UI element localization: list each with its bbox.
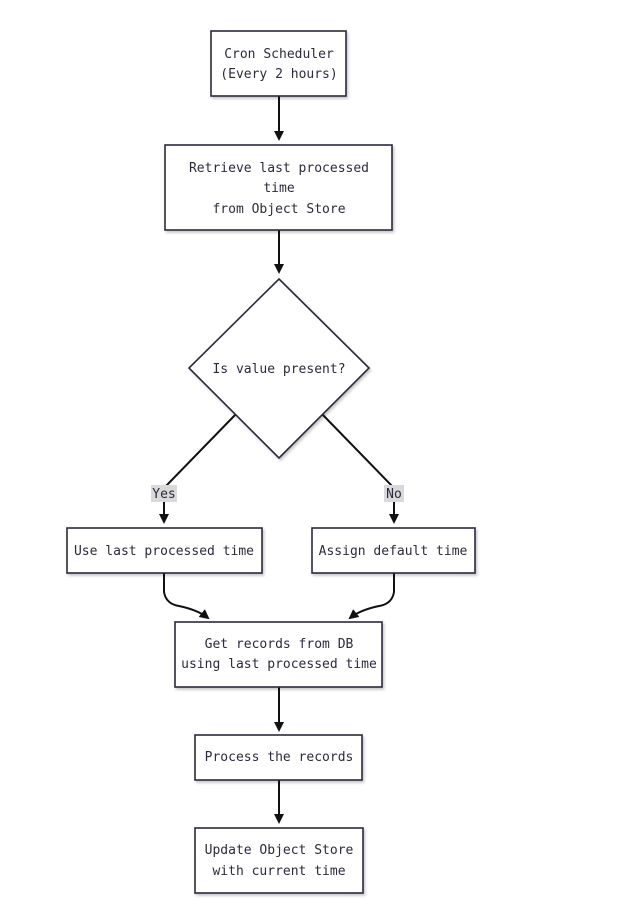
node-process-label: Process the records	[205, 750, 354, 765]
node-cron-line-1: Cron Scheduler	[224, 47, 334, 62]
edge-assign-default-to-get-records	[348, 573, 395, 620]
node-use-last-label: Use last processed time	[74, 544, 254, 559]
node-update-line-2: with current time	[212, 864, 345, 879]
node-decision-label: Is value present?	[212, 362, 345, 377]
edge-use-last-to-get-records	[163, 573, 210, 620]
edge-decision-to-assign-default	[321, 413, 399, 524]
node-cron-scheduler: Cron Scheduler (Every 2 hours)	[210, 30, 347, 97]
yes-label: Yes	[152, 487, 175, 502]
node-assign-default-label: Assign default time	[319, 544, 468, 559]
node-get-records-line-2: using last processed time	[181, 657, 377, 672]
node-get-records-from-db: Get records from DB using last processed…	[174, 621, 383, 688]
edge-decision-to-use-last	[159, 413, 237, 524]
node-process-the-records: Process the records	[194, 734, 363, 781]
edge-label-yes: Yes	[151, 485, 177, 502]
node-assign-default-time: Assign default time	[311, 527, 476, 574]
node-retrieve-last-processed: Retrieve last processed time from Object…	[164, 144, 393, 231]
node-cron-line-2: (Every 2 hours)	[220, 67, 337, 82]
node-retrieve-line-2: time	[263, 181, 294, 196]
node-update-line-1: Update Object Store	[205, 843, 354, 858]
node-decision-value-present: Is value present?	[187, 277, 371, 460]
node-get-records-line-1: Get records from DB	[205, 637, 354, 652]
edge-label-no: No	[384, 485, 404, 502]
node-use-last-processed-time: Use last processed time	[66, 527, 263, 574]
no-label: No	[386, 487, 402, 502]
node-retrieve-line-3: from Object Store	[212, 202, 345, 217]
node-update-object-store: Update Object Store with current time	[194, 827, 364, 894]
node-retrieve-line-1: Retrieve last processed	[189, 161, 369, 176]
